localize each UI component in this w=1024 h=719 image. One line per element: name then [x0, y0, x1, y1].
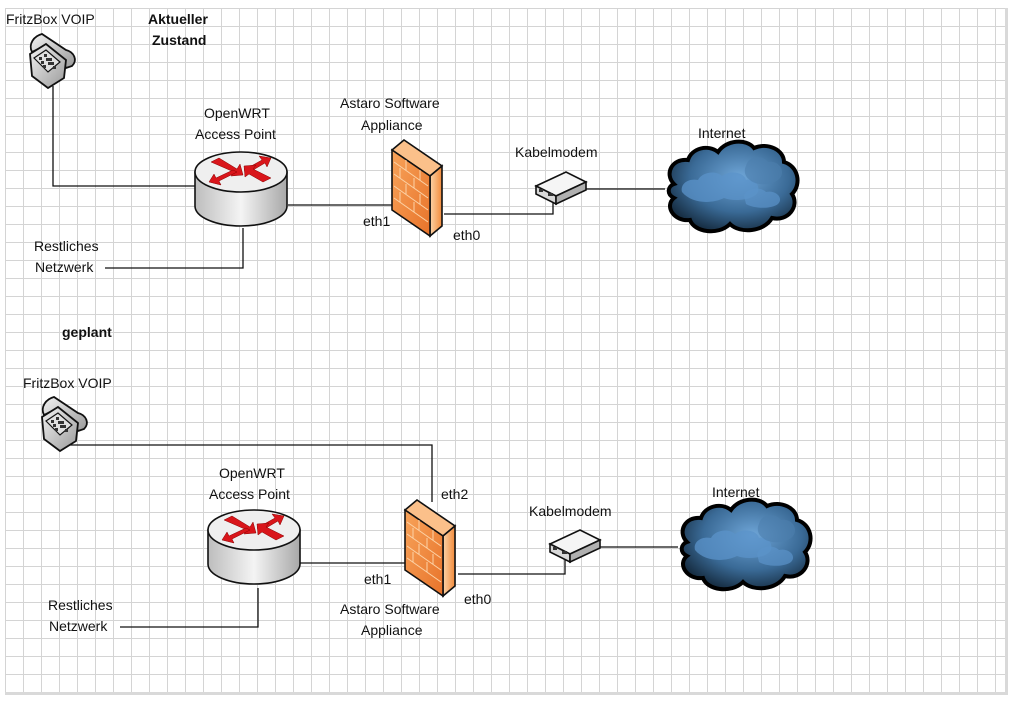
wire-rest-router: [120, 588, 259, 628]
router-label-line2: Access Point: [195, 126, 276, 142]
rest-label-line2: Netzwerk: [49, 618, 108, 634]
section-current: Aktueller Zustand FritzBox VOIP OpenWRT …: [6, 11, 800, 275]
router-label-line1: OpenWRT: [219, 465, 285, 481]
port-eth1: eth1: [364, 571, 391, 587]
firewall-icon: [404, 499, 456, 597]
modem-icon: [549, 529, 601, 563]
wire-firewall-modem: [444, 200, 554, 215]
router-label-line2: Access Point: [209, 486, 290, 502]
port-eth1: eth1: [363, 213, 390, 229]
cloud-icon: [666, 139, 800, 234]
phone-label: FritzBox VOIP: [23, 375, 112, 391]
firewall-label-line1: Astaro Software: [340, 95, 440, 111]
rest-label-line1: Restliches: [34, 238, 99, 254]
router-label-line1: OpenWRT: [204, 105, 270, 121]
heading-current-line1: Aktueller: [148, 11, 208, 27]
firewall-label-line2: Appliance: [361, 622, 423, 638]
wire-phone-router: [52, 86, 198, 187]
wire-phone-firewall: [60, 444, 433, 502]
internet-label: Internet: [698, 125, 746, 141]
phone-label: FritzBox VOIP: [6, 11, 95, 27]
router-icon: [207, 509, 301, 585]
telephone-icon: [41, 396, 88, 452]
wire-firewall-modem: [458, 560, 566, 575]
port-eth0: eth0: [464, 591, 491, 607]
rest-label-line2: Netzwerk: [35, 259, 94, 275]
modem-label: Kabelmodem: [529, 503, 612, 519]
internet-label: Internet: [712, 484, 760, 500]
heading-planned: geplant: [62, 324, 112, 340]
firewall-label-line2: Appliance: [361, 117, 423, 133]
grid-canvas: [5, 8, 1008, 695]
telephone-icon: [29, 33, 76, 89]
router-icon: [194, 151, 288, 227]
wire-rest-router: [105, 228, 244, 269]
port-eth0: eth0: [453, 227, 480, 243]
firewall-label-line1: Astaro Software: [340, 601, 440, 617]
port-eth2: eth2: [441, 486, 468, 502]
heading-current-line2: Zustand: [152, 32, 206, 48]
section-planned: geplant FritzBox VOIP OpenWRT Access Poi…: [23, 324, 813, 638]
cloud-icon: [679, 497, 813, 592]
modem-icon: [535, 171, 587, 205]
modem-label: Kabelmodem: [515, 144, 598, 160]
rest-label-line1: Restliches: [48, 597, 113, 613]
firewall-icon: [391, 139, 443, 237]
